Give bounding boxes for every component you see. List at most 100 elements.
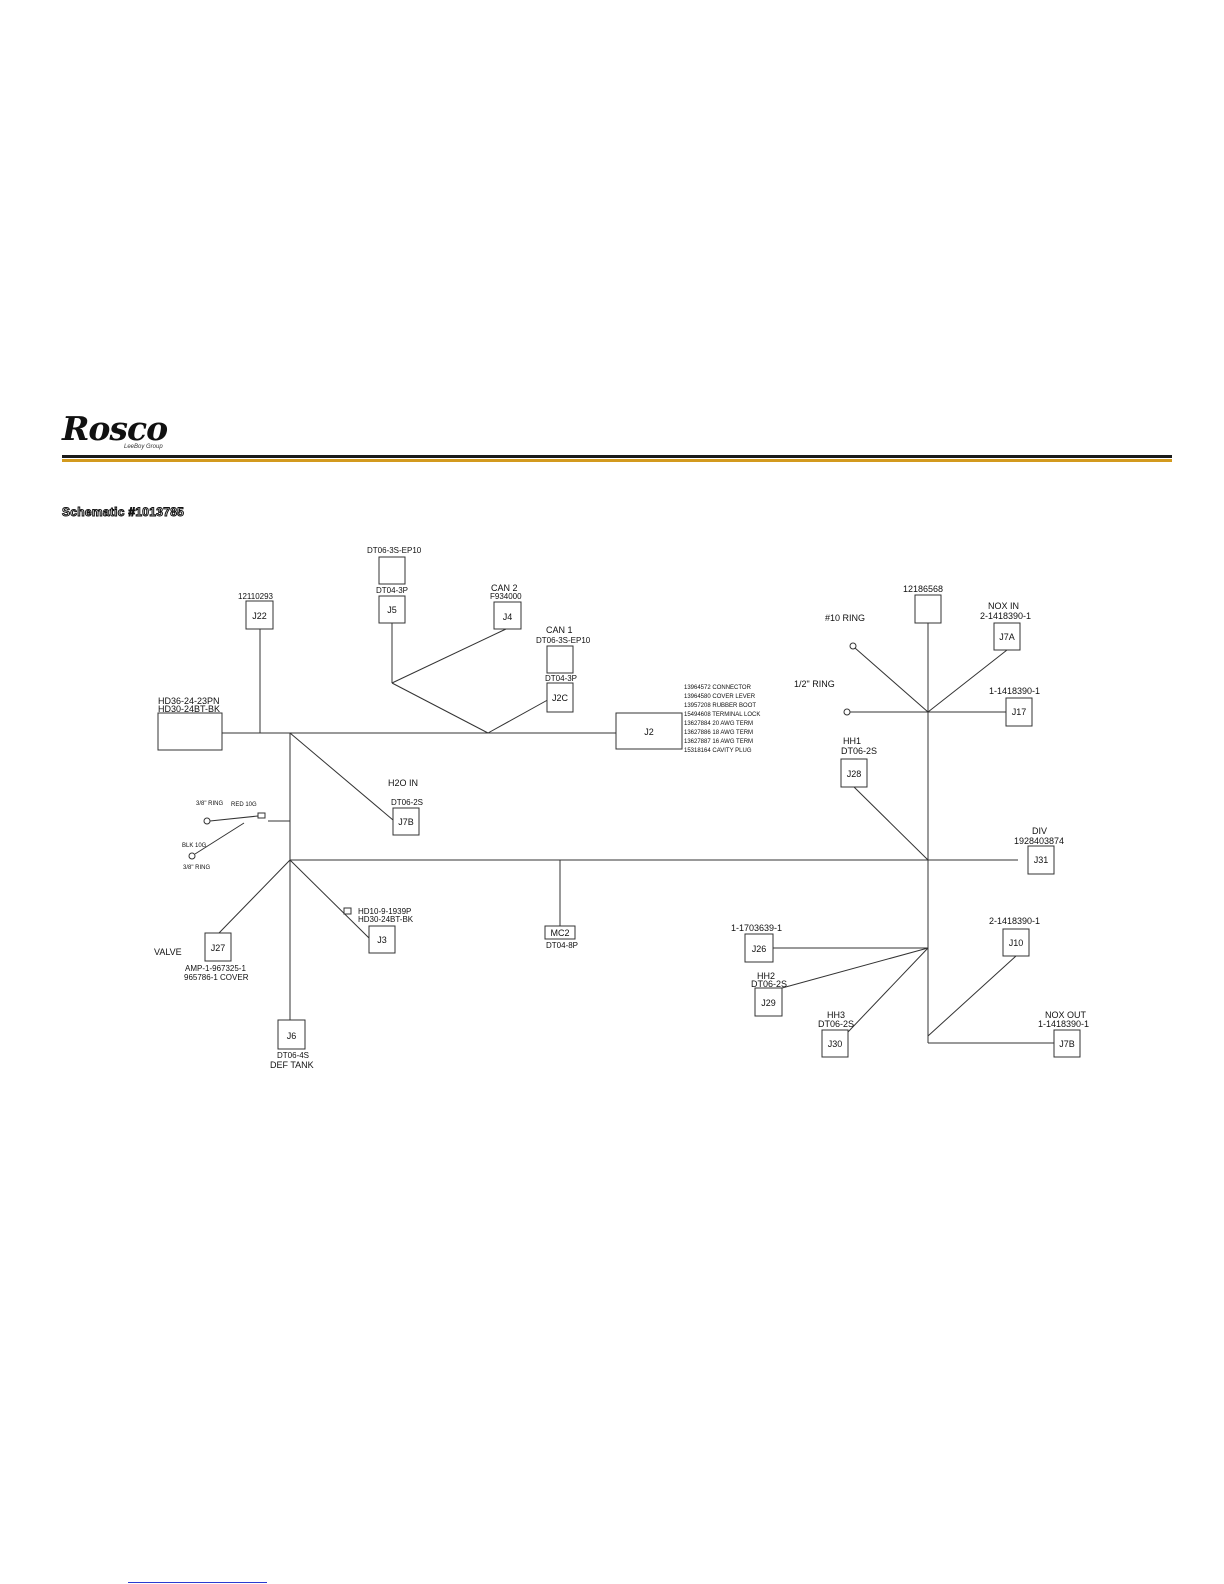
label-j5: J5 — [387, 605, 397, 615]
wire-j3 — [289, 859, 370, 939]
label-j22: J22 — [252, 611, 267, 621]
box-top-12186568 — [914, 594, 942, 624]
box-j29 — [754, 987, 783, 1017]
box-j3 — [368, 925, 396, 954]
box-hd36 — [157, 712, 223, 751]
splice-icon — [257, 812, 266, 819]
label-j28-part: DT06-2S — [841, 746, 877, 756]
ring-terminals — [188, 642, 857, 915]
schematic-title: Schematic #1013785 — [61, 505, 185, 520]
label-mc2: MC2 — [550, 928, 569, 938]
label-hh1: HH1 — [843, 736, 861, 746]
wire-ring10 — [854, 647, 929, 713]
label-j10-part: 2-1418390-1 — [989, 916, 1040, 926]
label-hd36-1: HD36-24-23PN — [158, 696, 220, 706]
label-h2o-in: H2O IN — [388, 778, 418, 788]
label-nox-in: NOX IN — [988, 601, 1019, 611]
label-h2o-part: DT06-2S — [391, 798, 423, 807]
j2-part-item: 13964572 CONNECTOR — [684, 685, 752, 691]
box-j7a — [993, 622, 1021, 651]
label-mc2-part: DT04-8P — [546, 941, 578, 950]
label-j17-part: 1-1418390-1 — [989, 686, 1040, 696]
wires — [218, 623, 1054, 1044]
label-j31: J31 — [1034, 855, 1049, 865]
label-j2c-top: DT06-3S-EP10 — [536, 636, 591, 645]
rosco-logo: Rosco LeeBoy Group — [62, 410, 172, 456]
label-j6-part: DT06-4S — [277, 1051, 309, 1060]
box-j7b-h2o — [392, 807, 420, 836]
label-j2: J2 — [644, 727, 654, 737]
label-j7a: J7A — [999, 632, 1015, 642]
j2-parts-list: 13964572 CONNECTOR 13964580 COVER LEVER … — [684, 685, 760, 754]
j2-part-item: 13957208 RUBBER BOOT — [684, 703, 756, 709]
wire-red-10g — [209, 815, 259, 822]
box-j10 — [1002, 928, 1030, 957]
label-j30-part: DT06-2S — [818, 1019, 854, 1029]
label-ring-bottom: 3/8" RING — [183, 865, 210, 871]
wire-j28 — [853, 786, 929, 861]
box-j5-top — [378, 556, 406, 585]
label-def-tank: DEF TANK — [270, 1060, 314, 1070]
label-div: DIV — [1032, 826, 1047, 836]
label-j5-part: DT04-3P — [376, 586, 408, 595]
label-red-10g: RED 10G — [231, 802, 257, 808]
wire-j10 — [927, 955, 1017, 1037]
label-j3: J3 — [377, 935, 387, 945]
label-can2: CAN 2 — [491, 583, 518, 593]
wire-j27 — [218, 859, 291, 934]
box-j30 — [821, 1029, 849, 1058]
label-j31-part: 1928403874 — [1014, 836, 1064, 846]
label-can1: CAN 1 — [546, 625, 573, 635]
label-j27-cover: 965786-1 COVER — [184, 973, 249, 982]
ring-10-icon — [849, 642, 857, 650]
wire-j4 — [391, 628, 507, 684]
label-ring12: 1/2" RING — [794, 679, 835, 689]
box-j31 — [1027, 845, 1055, 875]
connector-boxes — [157, 556, 1081, 1058]
ring-3-8-bottom-icon — [188, 852, 196, 860]
box-mc2 — [544, 925, 576, 940]
box-j7b-nox — [1053, 1029, 1081, 1058]
j2-part-item: 15318164 CAVITY PLUG — [684, 748, 752, 754]
wire-j29 — [781, 947, 929, 989]
label-j3-part1: HD10-9-1939P — [358, 907, 411, 916]
header-rule-gold — [62, 459, 1172, 462]
label-ring-top: 3/8" RING — [196, 801, 223, 807]
label-12186568: 12186568 — [903, 584, 943, 594]
wire-j7a — [927, 649, 1008, 713]
label-j2c-part: DT04-3P — [545, 674, 577, 683]
label-hd36-2: HD30-24BT-BK — [158, 704, 220, 714]
label-nox-out: NOX OUT — [1045, 1010, 1087, 1020]
label-j30: J30 — [828, 1039, 843, 1049]
label-j10: J10 — [1009, 938, 1024, 948]
label-hh3: HH3 — [827, 1010, 845, 1020]
header-rule-dark — [62, 455, 1172, 458]
logo-subtext: LeeBoy Group — [124, 444, 163, 450]
j2-part-item: 15494608 TERMINAL LOCK — [684, 712, 760, 718]
label-j27-amp: AMP-1-967325-1 — [185, 964, 246, 973]
box-j28 — [840, 758, 868, 788]
label-j4: J4 — [503, 612, 513, 622]
box-j5 — [378, 595, 406, 624]
footer-link-underline[interactable] — [128, 1582, 267, 1583]
wire-j5-diag — [391, 682, 489, 734]
box-j27 — [204, 932, 232, 962]
label-j22-part: 12110293 — [238, 592, 274, 601]
label-j7b-nox-part: 1-1418390-1 — [1038, 1019, 1089, 1029]
j2-part-item: 13627886 18 AWG TERM — [684, 730, 753, 736]
j2-part-item: 13627887 16 AWG TERM — [684, 739, 753, 745]
label-j27: J27 — [211, 943, 226, 953]
hd10-plug-icon — [343, 907, 352, 915]
j2-part-item: 13964580 COVER LEVER — [684, 694, 756, 700]
label-hh2: HH2 — [757, 971, 775, 981]
label-j7a-part: 2-1418390-1 — [980, 611, 1031, 621]
label-j28: J28 — [847, 769, 862, 779]
logo-wordmark: Rosco — [62, 409, 168, 448]
label-j6: J6 — [287, 1031, 297, 1041]
box-j2 — [615, 712, 683, 750]
box-j26 — [744, 933, 774, 963]
labels: HD36-24-23PN HD30-24BT-BK 12110293 J22 D… — [154, 546, 1089, 1070]
box-j6 — [277, 1019, 306, 1050]
box-j22 — [245, 600, 274, 630]
